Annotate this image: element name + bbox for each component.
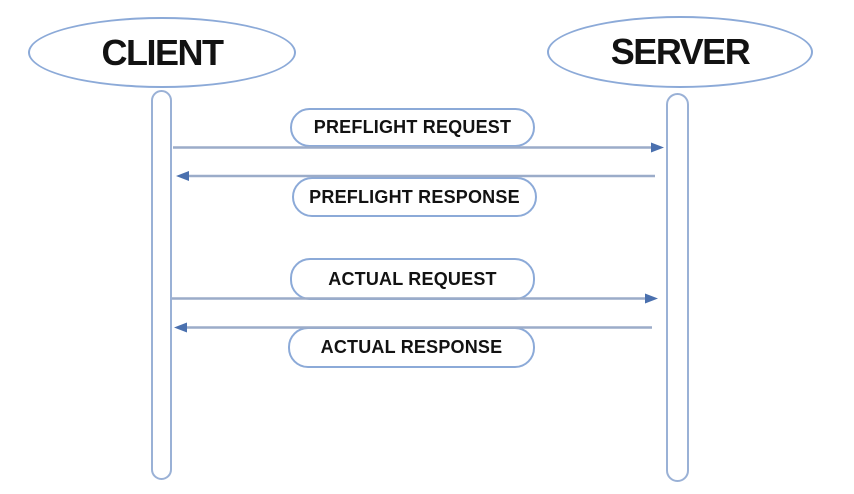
actor-client-ellipse: CLIENT: [28, 17, 296, 88]
actor-client-label: CLIENT: [101, 31, 225, 73]
message-label: PREFLIGHT REQUEST: [313, 117, 512, 137]
arrowhead-right-icon: [651, 142, 664, 153]
message-box-actual-request: ACTUAL REQUEST: [290, 258, 535, 300]
message-label: PREFLIGHT RESPONSE: [309, 186, 520, 207]
message-box-preflight-response: PREFLIGHT RESPONSE: [292, 177, 537, 217]
message-box-actual-response: ACTUAL RESPONSE: [288, 327, 535, 368]
arrowhead-right-icon: [645, 293, 658, 304]
arrowhead-left-icon: [176, 171, 189, 181]
actor-server-ellipse: SERVER: [547, 16, 813, 88]
client-lifeline: [151, 90, 172, 480]
arrowhead-left-icon: [174, 322, 187, 333]
actor-server-label: SERVER: [610, 31, 751, 72]
message-box-preflight-request: PREFLIGHT REQUEST: [290, 108, 535, 147]
message-label: ACTUAL REQUEST: [328, 268, 497, 289]
server-lifeline: [666, 93, 689, 482]
message-label: ACTUAL RESPONSE: [320, 337, 503, 357]
